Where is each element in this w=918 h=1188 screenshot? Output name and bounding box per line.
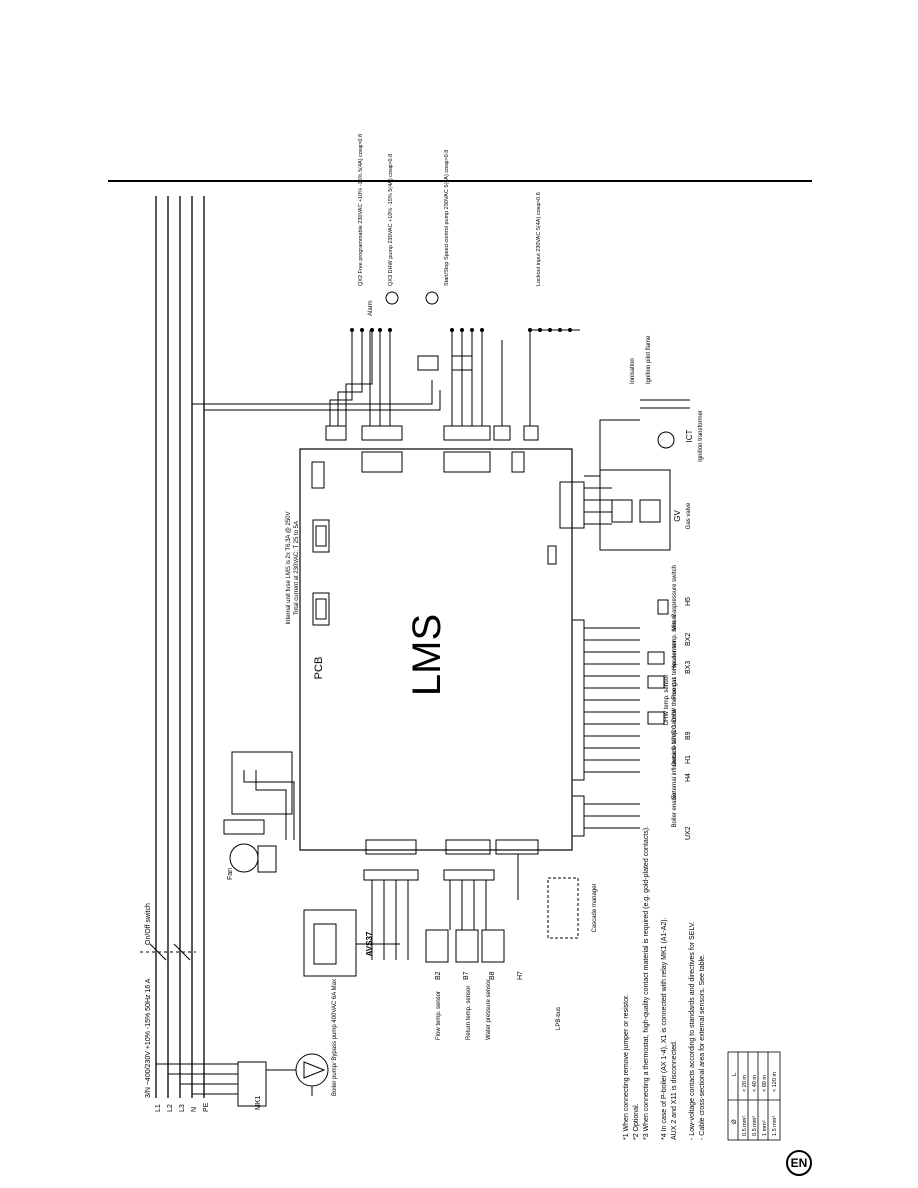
table-cell: < 120 m xyxy=(772,1072,778,1092)
note-1: *1 When connecting remove jumper or resi… xyxy=(623,994,630,1140)
note-3: *3 When connecting a thermostat, high-qu… xyxy=(643,826,650,1140)
fuse-note-2: Total current at 230VAC: T 25 to 5A xyxy=(294,521,300,615)
lockout-label: Lockout input 230VAC 5(4A) cosφ>0.6 xyxy=(536,192,542,286)
code-bx2: BX2 xyxy=(685,633,692,646)
note-6: - Low-voltage contacts according to stan… xyxy=(689,921,696,1140)
pump-symbol xyxy=(156,1053,329,1107)
language-badge: EN xyxy=(786,1150,812,1176)
pump-label: Boiler pump/ Bypass pump 400VAC 6A Max xyxy=(332,979,338,1096)
boiler-enable-label: Boiler enable xyxy=(672,792,678,828)
code-ux2: UX2 xyxy=(685,826,692,840)
table-header-length: L xyxy=(732,1072,738,1076)
fan-symbol xyxy=(223,751,295,873)
pilot-flame-label: Ignition pilot flame xyxy=(646,335,652,384)
lpb-bus-label: LPB-bus xyxy=(556,1007,562,1030)
table-cell: 0.5 mm² xyxy=(752,1116,758,1136)
return-sensor-label: Return temp. sensor xyxy=(466,986,472,1040)
table-cell: < 40 m xyxy=(752,1075,758,1092)
note-2: *2 Optional. xyxy=(633,1103,640,1140)
outside-sensor-label: Outside temp. sensor xyxy=(672,709,678,766)
line-l3: L3 xyxy=(179,1104,186,1112)
table-cell: < 80 m xyxy=(762,1075,768,1092)
alarm-label: Alarm xyxy=(368,300,374,316)
note-5: AUX 2 and X11 is disconnected. xyxy=(671,1040,678,1140)
ict-code: ICT xyxy=(685,429,694,442)
qx3-label: QX3 DHW pump 230VAC +10% -15% 5(4A) cosφ… xyxy=(388,154,394,286)
pcb-label: PCB xyxy=(313,657,325,680)
external-influence-label: External influence 0-10VDC xyxy=(672,724,678,799)
dhw-sensor-label: DHW temp. sensor xyxy=(664,675,670,726)
gaspressure-label: Min. Gaspressure switch xyxy=(672,565,678,631)
sensor-terminal-strip xyxy=(571,599,669,837)
output-terminals xyxy=(350,328,572,332)
board-label: LMS xyxy=(405,614,449,696)
notes: *1 When connecting remove jumper or resi… xyxy=(623,826,706,1140)
header-sensor-label: Header temp. sensor xyxy=(672,614,678,670)
avs37-label: AVS37 xyxy=(365,931,374,956)
code-h5: H5 xyxy=(685,597,692,606)
startstop-label: Start/Stop Speed control pump 230VAC 5(4… xyxy=(444,150,450,286)
code-b2: B2 xyxy=(435,971,442,980)
cable-table-text: Ø L 0.5 mm² < 20 m 0.5 mm² < 40 m 1 mm² … xyxy=(732,1072,778,1136)
code-h4: H4 xyxy=(685,773,692,782)
ionisation-label: Ionisation xyxy=(630,358,636,384)
cable-table xyxy=(727,1051,781,1141)
table-cell: 0.5 mm² xyxy=(742,1116,748,1136)
line-pe: PE xyxy=(203,1102,210,1112)
qx2-label: QX2 Free programmable 230VAC +10% -15% 5… xyxy=(358,134,364,286)
gas-valve-label: Gas valve xyxy=(686,502,692,529)
fluegas-sensor-label: Flue gas temp. sensor xyxy=(672,640,678,699)
supply-label: 3/N ~400/230V +10% -15% 50Hz 16 A xyxy=(145,978,152,1098)
fan-label: Fan xyxy=(227,868,234,880)
table-cell: 1 mm² xyxy=(762,1120,768,1136)
line-l2: L2 xyxy=(167,1104,174,1112)
note-4: *4 In case of P-boiler (AX 1-4), X1 is c… xyxy=(661,917,668,1140)
line-l1: L1 xyxy=(155,1104,162,1112)
avs37-display xyxy=(303,909,400,977)
fuse-note-1: Internal unit fuse LMS is 2x T6,3A @ 250… xyxy=(286,511,292,624)
code-b7: B7 xyxy=(463,971,470,980)
gv-code: GV xyxy=(673,510,682,522)
dhw-thermostat-label: DHW thermostat xyxy=(672,677,678,722)
switch-symbol xyxy=(140,943,196,961)
flow-sensor-label: Flow temp. sensor xyxy=(436,991,442,1040)
fuse-icons xyxy=(312,519,330,626)
code-bx3: BX3 xyxy=(685,661,692,674)
note-7: - Cable cross-sectional area for externa… xyxy=(699,954,706,1140)
output-wiring xyxy=(192,291,580,426)
supply-bus xyxy=(155,196,205,1098)
code-h8: B8 xyxy=(489,971,496,980)
code-b9: B9 xyxy=(685,731,692,740)
cascade-manager-label: Cascade manager xyxy=(592,883,598,932)
water-pressure-label: Water pressure sensor xyxy=(486,980,492,1040)
table-cell: < 20 m xyxy=(742,1075,748,1092)
top-connectors xyxy=(311,425,585,565)
table-header-diameter: Ø xyxy=(732,1119,738,1124)
mk1-code: MK1 xyxy=(255,1096,262,1111)
code-h1: H1 xyxy=(685,755,692,764)
header-rule xyxy=(108,180,812,182)
bottom-sensor-connectors xyxy=(363,839,579,963)
table-cell: 1.5 mm² xyxy=(772,1116,778,1136)
supply-line-labels: L1 L2 L3 N PE xyxy=(155,1102,210,1112)
ignition-transformer-label: Ignition transformer xyxy=(698,410,704,462)
code-h7: H7 xyxy=(517,971,524,980)
line-n: N xyxy=(191,1107,198,1112)
gas-valve xyxy=(584,399,690,551)
onoff-switch-label: On/Off switch xyxy=(145,903,152,945)
